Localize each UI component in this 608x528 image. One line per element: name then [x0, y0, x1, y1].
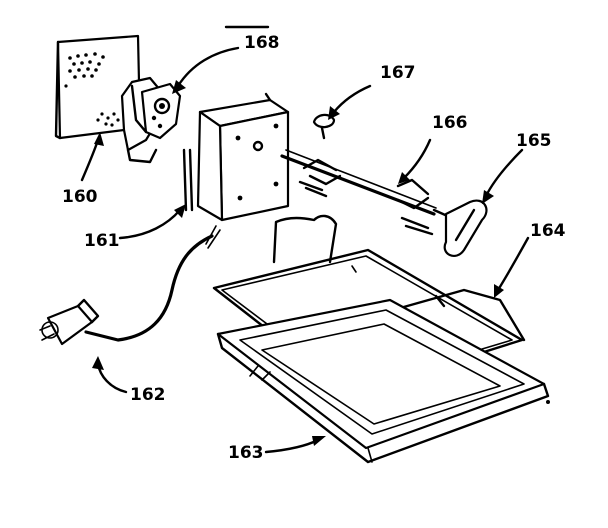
label-167: 167: [380, 63, 416, 83]
drip-pan-163: [216, 298, 550, 464]
motor-box-161: [182, 92, 290, 222]
label-168: 168: [244, 33, 280, 53]
label-160: 160: [62, 187, 98, 207]
leader-arrows: [80, 46, 530, 454]
label-161: 161: [84, 231, 120, 251]
label-164: 164: [530, 221, 566, 241]
motor-clip-168: [120, 76, 182, 164]
label-165: 165: [516, 131, 552, 151]
spit-rod-166: [280, 149, 437, 236]
spit-handle-165: [432, 199, 488, 257]
power-cord-162: [39, 225, 221, 346]
label-163: 163: [228, 443, 264, 463]
label-162: 162: [130, 385, 166, 405]
label-166: 166: [432, 113, 468, 133]
